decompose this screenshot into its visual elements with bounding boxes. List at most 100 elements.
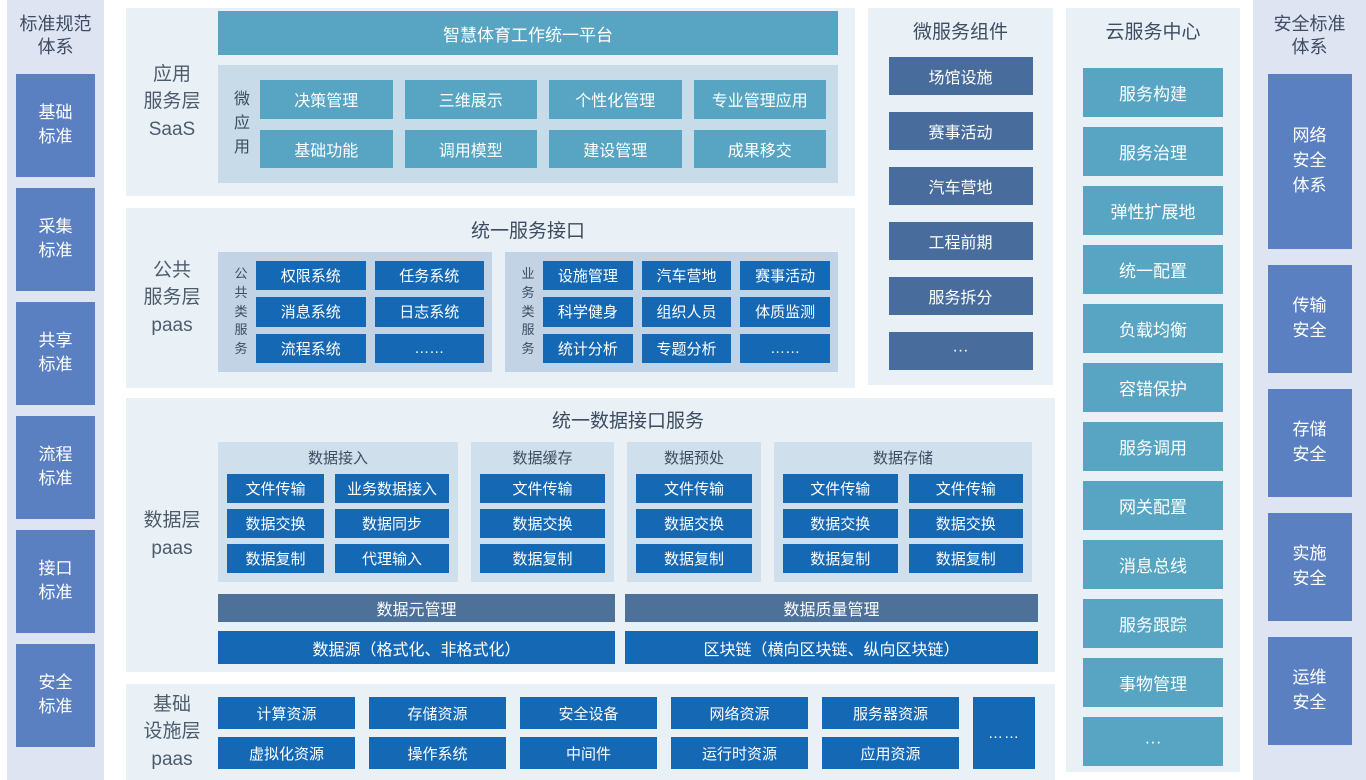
security-box-transmission: 传输安全: [1267, 264, 1352, 373]
biz-facility: 设施管理: [543, 261, 633, 291]
public-layer-label: 公共 服务层 paas: [143, 259, 201, 336]
micro-events: 赛事活动: [888, 112, 1033, 150]
infra-network: 网络资源: [671, 697, 808, 729]
cloud-service-invoke: 服务调用: [1083, 422, 1223, 471]
cloud-transaction-mgmt: 事物管理: [1083, 658, 1223, 707]
biz-events: 赛事活动: [740, 261, 830, 291]
access-data-exchange: 数据交换: [227, 509, 324, 538]
data-cache-header: 数据缓存: [512, 450, 573, 467]
cloud-service-tracing: 服务跟踪: [1083, 599, 1223, 648]
public-services-group: 公共类服务 权限系统 任务系统 消息系统 日志系统 流程系统 ……: [218, 252, 492, 372]
data-cache-group: 数据缓存 文件传输 数据交换 数据复制: [471, 442, 614, 582]
saas-app-construction: 建设管理: [549, 129, 682, 168]
public-service-layer-section: 公共 服务层 paas 统一服务接口 公共类服务 权限系统 任务系统 消息系统 …: [126, 208, 855, 388]
micro-service-split: 服务拆分: [888, 277, 1033, 315]
micro-app-vertical-label: 微应用: [233, 91, 250, 156]
preproc-file-transfer: 文件传输: [636, 474, 752, 503]
saas-app-3d: 三维展示: [404, 80, 537, 119]
preproc-data-exchange: 数据交换: [636, 509, 752, 538]
saas-layer-section: 应用 服务层 SaaS 智慧体育工作统一平台 微应用 决策管理 三维展示 个性化…: [126, 8, 855, 196]
security-box-implementation: 实施安全: [1267, 512, 1352, 621]
platform-banner: 智慧体育工作统一平台: [218, 11, 838, 55]
metadata-management-bar: 数据元管理: [218, 594, 615, 622]
saas-app-model: 调用模型: [404, 129, 537, 168]
svc-more: ……: [374, 333, 484, 363]
access-data-replication: 数据复制: [227, 544, 324, 573]
cloud-service-center-title: 云服务中心: [1105, 22, 1201, 43]
cache-data-exchange: 数据交换: [480, 509, 605, 538]
infrastructure-layer-section: 基础 设施层 paas 计算资源 存储资源 安全设备 网络资源 服务器资源 ………: [126, 684, 1055, 780]
public-services-vertical-label: 公共类服务: [234, 265, 248, 357]
infra-storage: 存储资源: [369, 697, 506, 729]
biz-monitor: 体质监测: [740, 297, 830, 327]
micro-preconstruction: 工程前期: [888, 222, 1033, 260]
cloud-unified-config: 统一配置: [1083, 245, 1223, 294]
access-file-transfer: 文件传输: [227, 474, 324, 503]
svc-permission: 权限系统: [256, 261, 366, 291]
standards-sidebar-title: 标准规范体系: [19, 14, 92, 58]
data-access-header: 数据接入: [307, 450, 368, 467]
infrastructure-layer-label: 基础 设施层 paas: [143, 693, 201, 770]
preproc-data-replication: 数据复制: [636, 544, 752, 573]
access-data-sync: 数据同步: [335, 509, 449, 538]
storage-data-replication-2: 数据复制: [908, 544, 1023, 573]
cloud-service-governance: 服务治理: [1083, 127, 1223, 176]
cloud-elastic-expansion: 弹性扩展地: [1083, 186, 1223, 235]
data-storage-header: 数据存储: [872, 450, 933, 467]
standard-box-collect: 采集标准: [16, 187, 95, 291]
infra-runtime: 运行时资源: [671, 737, 808, 769]
cloud-more: ···: [1083, 717, 1223, 766]
data-layer-section: 数据层 paas 统一数据接口服务 数据接入 文件传输 业务数据接入 数据交换 …: [126, 398, 1055, 672]
microservice-components-title: 微服务组件: [912, 22, 1008, 43]
unified-service-interface-title: 统一服务接口: [470, 221, 585, 242]
access-proxy-input: 代理输入: [335, 544, 449, 573]
standard-box-share: 共享标准: [16, 301, 95, 405]
cloud-gateway-config: 网关配置: [1083, 481, 1223, 530]
security-box-network: 网络安全体系: [1267, 73, 1352, 249]
blockchain-bar: 区块链（横向区块链、纵向区块链）: [625, 631, 1038, 664]
infra-virtualization: 虚拟化资源: [218, 737, 355, 769]
standards-list: 基础标准 采集标准 共享标准 流程标准 接口标准 安全标准: [16, 73, 95, 747]
storage-data-replication-1: 数据复制: [783, 544, 898, 573]
biz-camping: 汽车营地: [641, 261, 732, 291]
standard-box-security: 安全标准: [16, 643, 95, 747]
data-source-bar: 数据源（格式化、非格式化）: [218, 631, 615, 664]
biz-personnel: 组织人员: [641, 297, 732, 327]
cloud-fault-tolerance: 容错保护: [1083, 363, 1223, 412]
micro-camping: 汽车营地: [888, 167, 1033, 205]
business-services-vertical-label: 业务类服务: [521, 265, 535, 357]
unified-data-interface-title: 统一数据接口服务: [551, 411, 704, 432]
storage-data-exchange-1: 数据交换: [783, 509, 898, 538]
security-standards-sidebar: 安全标准体系 网络安全体系 传输安全 存储安全 实施安全 运维安全: [1253, 0, 1366, 780]
saas-app-decision: 决策管理: [260, 80, 393, 119]
svc-log: 日志系统: [374, 297, 484, 327]
data-preprocess-group: 数据预处 文件传输 数据交换 数据复制: [627, 442, 761, 582]
access-business-data: 业务数据接入: [335, 474, 449, 503]
business-services-group: 业务类服务 设施管理 汽车营地 赛事活动 科学健身 组织人员 体质监测 统计分析…: [505, 252, 838, 372]
standard-box-process: 流程标准: [16, 415, 95, 519]
biz-fitness: 科学健身: [543, 297, 633, 327]
svc-message: 消息系统: [256, 297, 366, 327]
saas-app-professional: 专业管理应用: [693, 80, 826, 119]
storage-file-transfer-2: 文件传输: [908, 474, 1023, 503]
infra-security-device: 安全设备: [520, 697, 657, 729]
svc-task: 任务系统: [374, 261, 484, 291]
storage-data-exchange-2: 数据交换: [908, 509, 1023, 538]
cloud-message-bus: 消息总线: [1083, 540, 1223, 589]
cloud-service-build: 服务构建: [1083, 68, 1223, 117]
infra-compute: 计算资源: [218, 697, 355, 729]
infra-middleware: 中间件: [520, 737, 657, 769]
cloud-load-balance: 负载均衡: [1083, 304, 1223, 353]
infra-os: 操作系统: [369, 737, 506, 769]
micro-venue: 场馆设施: [888, 57, 1033, 95]
standards-sidebar: 标准规范体系 基础标准 采集标准 共享标准 流程标准 接口标准 安全标准: [7, 0, 104, 780]
data-layer-label: 数据层 paas: [143, 510, 201, 559]
saas-layer-label: 应用 服务层 SaaS: [143, 63, 201, 140]
saas-app-personalized: 个性化管理: [549, 80, 682, 119]
biz-statistics: 统计分析: [543, 333, 633, 363]
saas-app-handover: 成果移交: [693, 129, 826, 168]
biz-analysis: 专题分析: [641, 333, 732, 363]
data-quality-management-bar: 数据质量管理: [625, 594, 1038, 622]
microservice-components-panel: 微服务组件 场馆设施 赛事活动 汽车营地 工程前期 服务拆分 ···: [868, 8, 1053, 385]
